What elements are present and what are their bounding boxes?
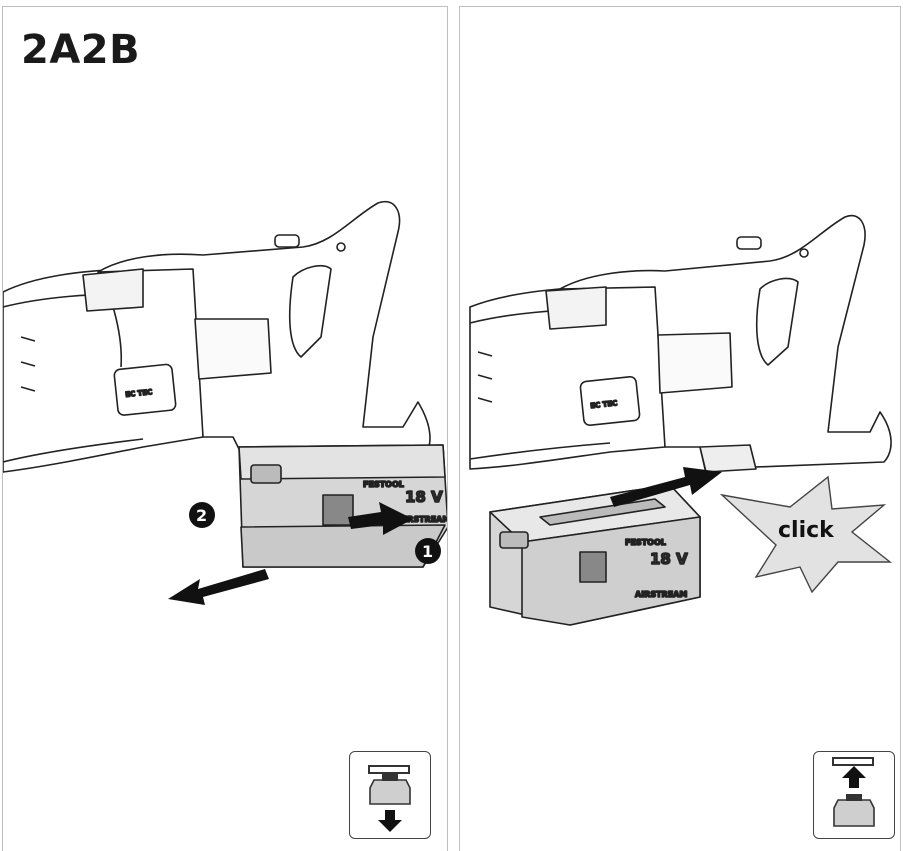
battery-pack: FESTOOL 18 V AIRSTREAM: [489, 484, 701, 626]
tool-label: EC TEC: [590, 399, 618, 410]
step-mark-2: [189, 502, 215, 528]
battery-voltage: 18 V: [405, 488, 443, 506]
step-mark-1-label: 1: [422, 542, 433, 561]
battery-model: AIRSTREAM: [398, 515, 448, 524]
battery-removal-illustration: EC TEC FESTOOL 18 V AIRSTREAM: [3, 200, 448, 605]
slide-out-arrow: [168, 569, 269, 605]
battery-model: AIRSTREAM: [635, 590, 687, 599]
step-mark-2-label: 2: [196, 506, 207, 525]
battery-pack: FESTOOL 18 V AIRSTREAM: [238, 444, 448, 568]
battery-insert-badge: [813, 751, 895, 839]
battery-brand: FESTOOL: [363, 480, 404, 489]
click-starburst: [719, 475, 893, 594]
step-mark-1: [415, 538, 441, 564]
press-arrow: [348, 502, 413, 535]
battery-insert-illustration: EC TEC FESTOOL 18 V AIRSTREAM click: [469, 214, 893, 626]
battery-brand: FESTOOL: [625, 538, 666, 547]
figure-label: 2A2B: [21, 27, 141, 73]
battery-insert-icon: [832, 757, 875, 827]
insert-arrow: [610, 467, 722, 507]
battery-remove-icon: [368, 765, 411, 832]
click-callout: click: [778, 518, 835, 543]
battery-voltage: 18 V: [650, 550, 688, 568]
tool-label: EC TEC: [125, 388, 153, 399]
removal-panel: 2A2B EC TEC: [2, 6, 448, 851]
insertion-panel: EC TEC FESTOOL 18 V AIRSTREAM click: [459, 6, 901, 851]
battery-remove-badge: [349, 751, 431, 839]
